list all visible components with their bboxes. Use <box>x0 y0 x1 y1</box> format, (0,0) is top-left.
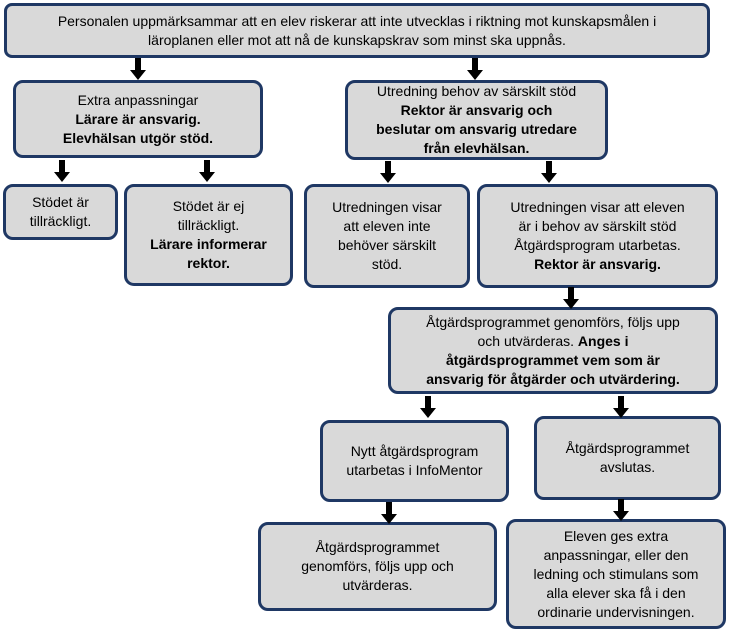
nytt-line2: utarbetas i InfoMentor <box>346 462 483 478</box>
inte-behov-line4: stöd. <box>371 256 403 272</box>
behov-line2: är i behov av särskilt stöd <box>518 218 677 234</box>
root-box: Personalen uppmärksammar att en elev ris… <box>4 3 710 58</box>
genomfors2-box: Åtgärdsprogrammet genomförs, följs upp o… <box>258 522 497 611</box>
genomfors-box: Åtgärdsprogrammet genomförs, följs upp o… <box>388 307 718 394</box>
extra2-line1: Eleven ges extra <box>563 527 669 544</box>
arrow-genomfors-to-nytt <box>420 396 436 418</box>
extra-title: Extra anpassningar <box>77 91 199 108</box>
ej-tillrackligt-bold1: Lärare informerar <box>150 236 267 252</box>
genomfors2-line3: utvärderas. <box>342 577 413 593</box>
utredning-bold3: från elevhälsan. <box>423 140 530 156</box>
behov-box: Utredningen visar att eleven är i behov … <box>477 184 718 288</box>
inte-behov-line2: att eleven inte <box>343 218 431 234</box>
extra2-line5: ordinarie undervisningen. <box>537 603 695 620</box>
arrow-root-to-extra <box>130 58 146 80</box>
arrow-genomfors-to-avslutas <box>613 396 629 418</box>
tillrackligt-line1: Stödet är <box>32 194 89 210</box>
extra2-box: Eleven ges extra anpassningar, eller den… <box>506 519 726 629</box>
arrow-avslutas-to-extra2 <box>613 499 629 521</box>
avslutas-line1: Åtgärdsprogrammet <box>565 440 690 456</box>
genomfors2-line1: Åtgärdsprogrammet <box>315 539 440 555</box>
ej-tillrackligt-line1: Stödet är ej <box>172 198 245 214</box>
utredning-bold1: Rektor är ansvarig och <box>400 102 553 118</box>
arrow-root-to-utredning <box>467 58 483 80</box>
arrow-extra-to-ej-tillrackligt <box>199 160 215 182</box>
ej-tillrackligt-box: Stödet är ej tillräckligt. Lärare inform… <box>124 184 293 286</box>
arrow-utredning-to-behov <box>541 161 557 183</box>
genomfors-line2: och utvärderas. <box>477 332 575 349</box>
nytt-atgardsprogram-box: Nytt åtgärdsprogram utarbetas i InfoMent… <box>320 420 509 502</box>
avslutas-line2: avslutas. <box>599 459 656 475</box>
inte-behov-box: Utredningen visar att eleven inte behöve… <box>304 184 470 288</box>
extra-bold1: Lärare är ansvarig. <box>75 110 201 127</box>
inte-behov-line3: behöver särskilt <box>337 237 437 253</box>
inte-behov-line1: Utredningen visar <box>332 199 442 215</box>
utredning-title: Utredning behov av särskilt stöd <box>376 83 577 99</box>
genomfors-bold1: Anges i <box>577 332 629 349</box>
behov-line1: Utredningen visar att eleven <box>510 199 685 215</box>
extra2-line4: alla elever ska få i den <box>546 584 686 601</box>
behov-line3: Åtgärdsprogram utarbetas. <box>514 237 681 253</box>
root-line1: Personalen uppmärksammar att en elev ris… <box>57 12 657 29</box>
root-line2: läroplanen eller mot att nå de kunskapsk… <box>148 31 566 48</box>
utredning-box: Utredning behov av särskilt stöd Rektor … <box>345 80 608 160</box>
genomfors-bold2: åtgärdsprogrammet vem som är <box>446 351 660 368</box>
ej-tillrackligt-line2: tillräckligt. <box>177 217 240 233</box>
tillrackligt-box: Stödet är tillräckligt. <box>3 184 118 240</box>
avslutas-box: Åtgärdsprogrammet avslutas. <box>534 416 721 500</box>
extra-bold2: Elevhälsan utgör stöd. <box>62 129 214 146</box>
extra2-line2: anpassningar, eller den <box>543 546 689 563</box>
arrow-nytt-to-genomfors2 <box>381 502 397 524</box>
extra-anpassningar-box: Extra anpassningar Lärare är ansvarig. E… <box>13 80 263 158</box>
extra2-line3: ledning och stimulans som <box>533 565 699 582</box>
behov-bold1: Rektor är ansvarig. <box>534 256 661 272</box>
utredning-bold2: beslutar om ansvarig utredare <box>376 121 577 137</box>
nytt-line1: Nytt åtgärdsprogram <box>350 443 479 459</box>
genomfors2-line2: genomförs, följs upp och <box>301 558 454 574</box>
arrow-extra-to-tillrackligt <box>54 160 70 182</box>
arrow-behov-to-genomfors <box>563 287 579 309</box>
genomfors-line1: Åtgärdsprogrammet genomförs, följs upp <box>426 313 680 330</box>
genomfors-bold3: ansvarig för åtgärder och utvärdering. <box>426 370 680 387</box>
arrow-utredning-to-inte-behov <box>380 161 396 183</box>
tillrackligt-line2: tillräckligt. <box>29 213 92 229</box>
ej-tillrackligt-bold2: rektor. <box>187 255 230 271</box>
